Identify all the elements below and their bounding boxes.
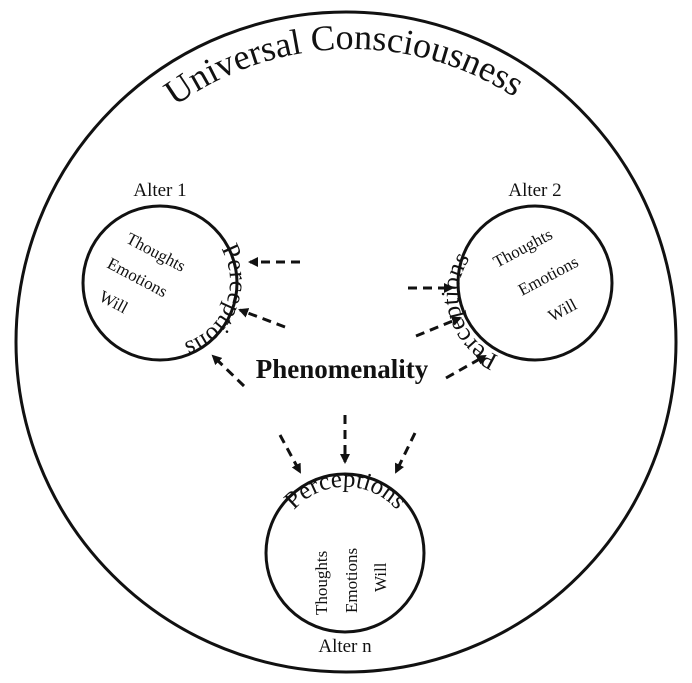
arrow-to-alter-2-low [445,354,487,380]
alter-2-label: Alter 2 [508,180,561,201]
alter-1-will: Will [96,287,131,318]
alter-n: Perceptions Thoughts Emotions Will Alter… [264,466,426,657]
alter-2-emotions: Emotions [515,252,581,299]
arrow-to-alter-1-low [211,354,246,388]
arrow-to-alter-n-right [394,432,417,474]
alter-n-circle [264,472,426,634]
alter-n-emotions: Emotions [342,548,361,613]
arrow-to-alter-2-mid [415,316,462,338]
alter-2-will: Will [545,295,580,326]
alter-n-perceptions: Perceptions [279,466,412,515]
alter-2-perceptions: Perceptions [437,247,501,374]
arrow-to-alter-n-left [278,434,302,474]
alter-1-circle [81,204,239,362]
arrow-to-alter-1-mid [238,308,286,329]
universal-consciousness-circle [14,10,678,674]
alter-1-label: Alter 1 [133,180,186,201]
alter-n-will: Will [371,562,390,592]
alter-n-thoughts: Thoughts [312,551,331,615]
alter-2-thoughts: Thoughts [490,225,556,272]
outer-title: Universal Consciousness [157,17,531,113]
alter-n-label: Alter n [318,636,372,657]
alter-2-circle [456,204,614,362]
phenomenality-label: Phenomenality [256,354,429,384]
alter-1: Alter 1 Perceptions Thoughts Emotions Wi… [81,180,252,363]
arrows [211,257,487,474]
alter-2: Alter 2 Perceptions Thoughts Emotions Wi… [437,180,614,375]
alter-1-perceptions: Perceptions [182,240,252,363]
